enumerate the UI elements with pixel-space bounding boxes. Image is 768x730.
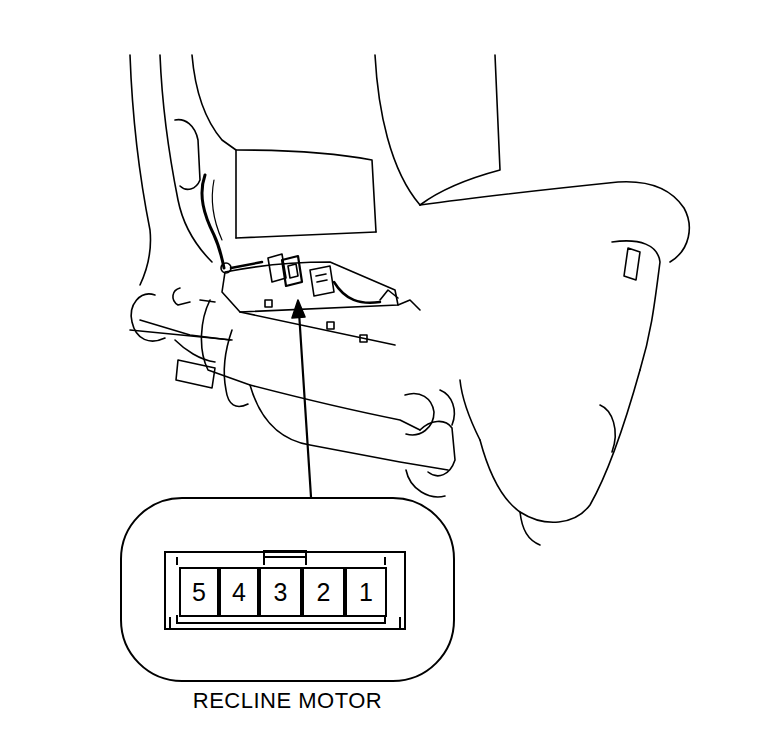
connector-pin: 5 [179, 567, 219, 617]
connector-pin: 3 [259, 567, 302, 617]
pin-number: 5 [192, 580, 206, 605]
connector-title: RECLINE MOTOR [102, 688, 473, 714]
connector-pin: 2 [302, 567, 345, 617]
connector-pin: 4 [219, 567, 259, 617]
pin-number: 4 [232, 580, 246, 605]
connector-pin: 1 [345, 567, 387, 617]
pin-number: 1 [359, 580, 373, 605]
pin-number: 3 [274, 580, 288, 605]
pin-number: 2 [317, 580, 331, 605]
callout-bubble: RECLINE MOTOR54321 [120, 497, 455, 682]
